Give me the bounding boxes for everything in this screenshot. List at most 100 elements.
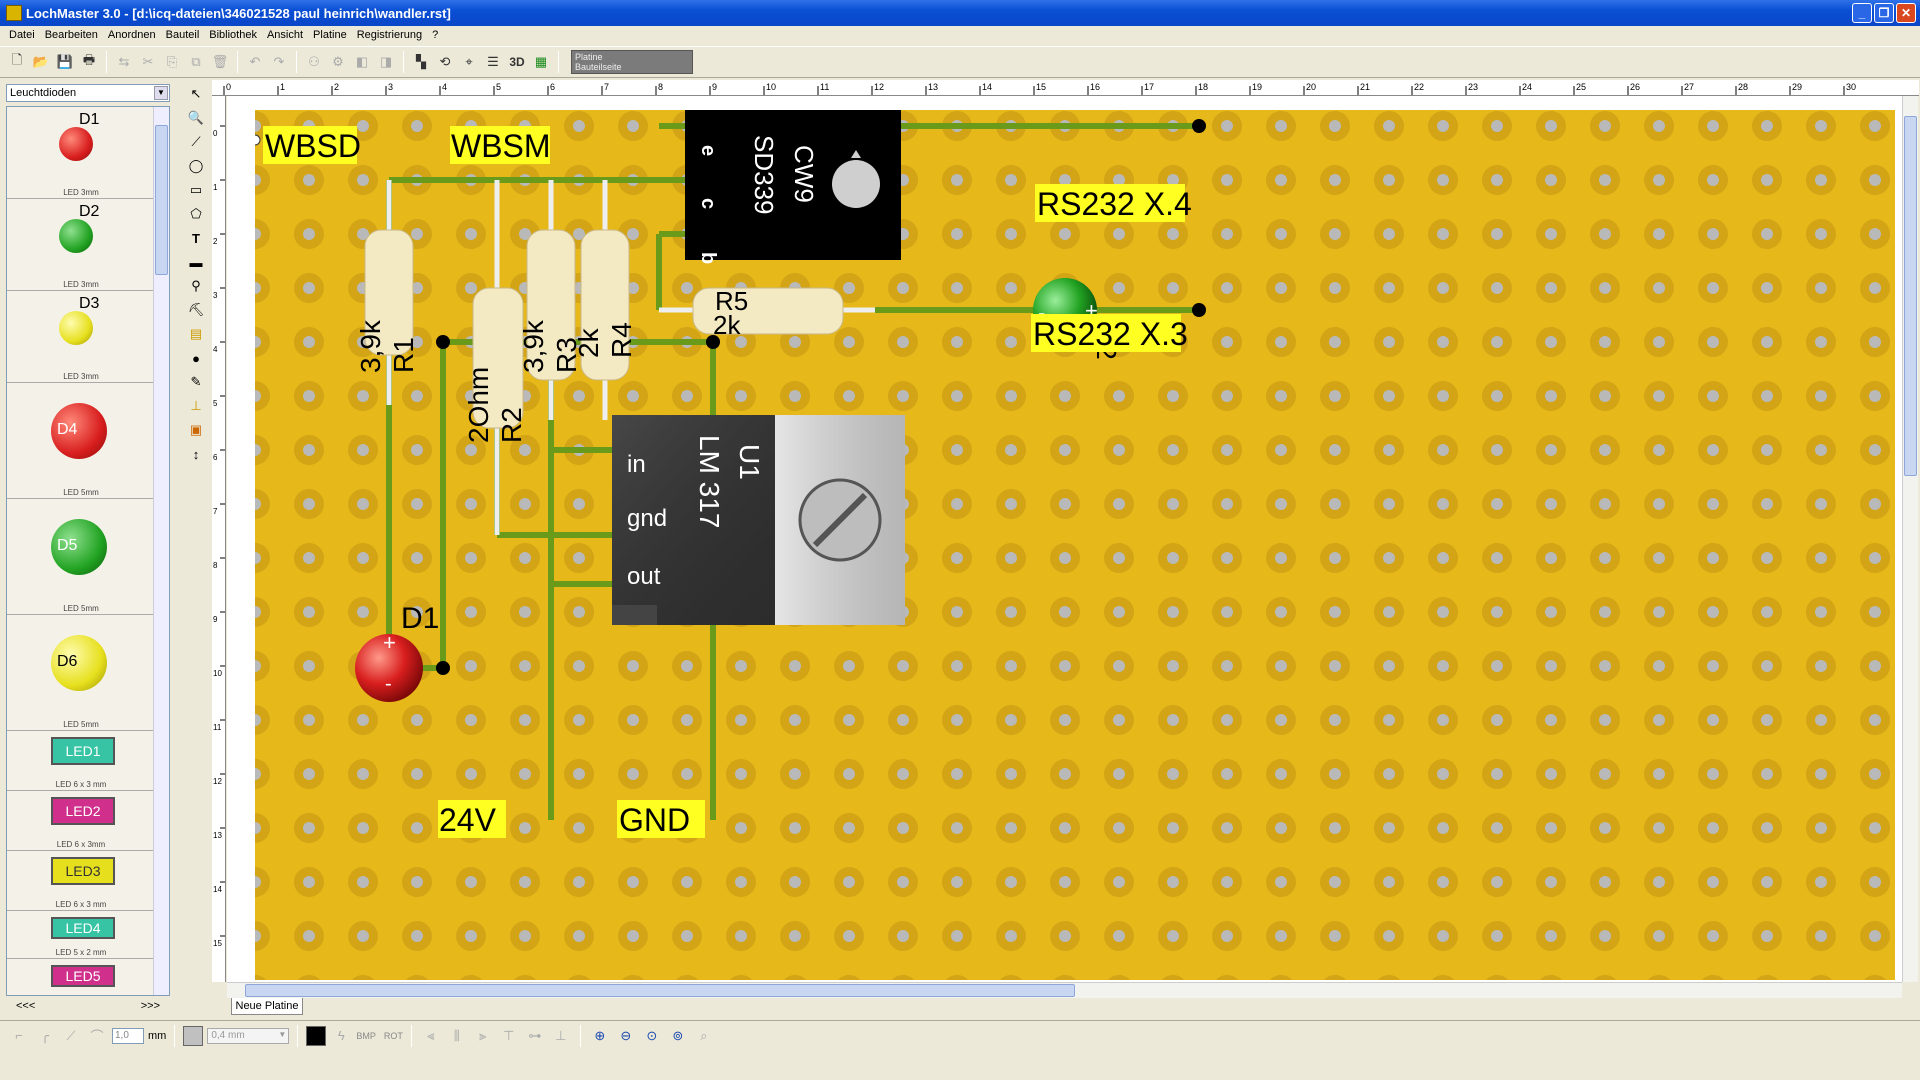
pointer-icon[interactable]: ↖ (190, 86, 202, 101)
align-right-icon[interactable]: ⫸ (479, 1027, 487, 1043)
align-middle-icon[interactable]: ⊶ (528, 1027, 542, 1043)
corner-square-icon[interactable]: ⌐ (15, 1028, 23, 1043)
open-folder-icon[interactable]: 📂 (32, 54, 50, 69)
library-item[interactable]: LED1 LED 6 x 3 mm (7, 731, 155, 791)
ungroup-icon[interactable]: ⚙ (332, 54, 344, 69)
minimize-button[interactable]: _ (1852, 3, 1872, 23)
horizontal-scrollbar[interactable] (227, 982, 1902, 998)
align-center-icon[interactable]: ⫼ (453, 1027, 460, 1043)
menu-anordnen[interactable]: Anordnen (107, 29, 156, 41)
dimension-icon[interactable]: ↕ (192, 446, 200, 462)
chevron-down-icon[interactable]: ▼ (154, 86, 168, 100)
to-back-icon[interactable]: ◨ (379, 54, 393, 69)
group-icon[interactable]: ⚇ (308, 54, 320, 69)
corner-free-icon[interactable]: ⌒ (90, 1029, 104, 1044)
redo-icon[interactable]: ↷ (273, 54, 285, 69)
bmp-button[interactable]: BMP (356, 1030, 376, 1041)
wire-tool-icon[interactable]: ▬ (189, 254, 203, 270)
resistor-r5[interactable]: R5 2k (659, 286, 875, 340)
perfboard[interactable]: e c b CW9 SD339 in gnd out U1 LM 317 (255, 110, 1895, 980)
menu-bibliothek[interactable]: Bibliothek (209, 29, 257, 41)
duplicate-icon[interactable]: ⧉ (191, 54, 201, 69)
line-tool-icon[interactable]: ⟋ (191, 134, 201, 149)
delete-icon[interactable]: 🗑 (211, 54, 229, 69)
menu-bearbeiten[interactable]: Bearbeiten (44, 29, 98, 41)
align-left-icon[interactable]: ⫷ (427, 1027, 435, 1043)
line-width-field[interactable]: 1,0 (112, 1027, 144, 1044)
zoom-icon[interactable]: 🔍 (187, 110, 205, 125)
menu-help[interactable]: ? (432, 29, 439, 41)
snap-icon[interactable]: ⌖ (465, 54, 473, 69)
rotate-icon[interactable]: ⟲ (439, 54, 451, 69)
resistor-r3[interactable]: 3,9k R3 (518, 180, 582, 420)
library-item[interactable]: D5 LED 5mm (7, 499, 155, 615)
align-top-icon[interactable]: ⊤ (503, 1027, 515, 1043)
zoom-page-icon[interactable]: ⊚ (672, 1027, 684, 1043)
library-item[interactable]: D2 LED 3mm (7, 199, 155, 291)
layer-icon[interactable]: ☰ (487, 54, 499, 69)
library-item[interactable]: D4 LED 5mm (7, 383, 155, 499)
text-tool-icon[interactable]: T (192, 230, 200, 246)
solder-bridge-icon[interactable]: ⚲ (191, 278, 201, 293)
new-file-icon[interactable]: 🗋 (11, 52, 23, 67)
resistor-r2[interactable]: 2Ohm R2 (463, 180, 527, 535)
library-category-select[interactable]: Leuchtdioden ▼ (6, 84, 170, 102)
zoom-select-icon[interactable]: ⌕ (700, 1027, 708, 1043)
mirror-icon[interactable]: ⇆ (118, 54, 130, 69)
measure-icon[interactable]: ✎ (190, 374, 202, 389)
rectangle-tool-icon[interactable]: ▭ (189, 182, 203, 197)
library-item[interactable]: LED5 (7, 959, 155, 995)
transistor-cw9[interactable]: e c b CW9 SD339 (685, 110, 901, 264)
library-item[interactable]: D3 LED 3mm (7, 291, 155, 383)
tab-neue-platine[interactable]: Neue Platine (231, 998, 303, 1015)
fill-color-swatch[interactable] (183, 1025, 204, 1046)
rot-button[interactable]: ROT (383, 1030, 403, 1041)
pad-size-select[interactable]: 0,4 mm▼ (207, 1027, 290, 1044)
3d-view-button[interactable]: 3D (509, 55, 525, 69)
save-icon[interactable]: 💾 (56, 54, 74, 69)
grid-icon[interactable]: ▦ (534, 54, 548, 69)
library-item[interactable]: D1 LED 3mm (7, 107, 155, 199)
copy-icon[interactable]: ⎘ (166, 54, 178, 69)
zoom-out-icon[interactable]: ⊖ (620, 1027, 632, 1043)
library-item[interactable]: D6 LED 5mm (7, 615, 155, 731)
undo-icon[interactable]: ↶ (249, 54, 261, 69)
vertical-scrollbar[interactable] (1902, 96, 1918, 982)
to-front-icon[interactable]: ◧ (355, 54, 369, 69)
layer-indicator[interactable]: Platine Bauteilseite (571, 50, 693, 74)
menu-platine[interactable]: Platine (313, 29, 347, 41)
menu-bauteil[interactable]: Bauteil (165, 29, 200, 41)
zoom-in-icon[interactable]: ⊕ (594, 1027, 606, 1043)
led-d1[interactable]: + - D1 (355, 602, 439, 702)
print-icon[interactable]: 🖶 (82, 52, 96, 67)
test-icon[interactable]: ● (192, 350, 200, 366)
library-item[interactable]: LED2 LED 6 x 3mm (7, 791, 155, 851)
line-color-swatch[interactable] (306, 1025, 327, 1046)
corner-round-icon[interactable]: ╭ (41, 1027, 49, 1043)
track-cut-icon[interactable]: ⛏ (187, 302, 205, 317)
cut-icon[interactable]: ✂ (142, 54, 154, 69)
resistor-r4[interactable]: 2k R4 (573, 180, 637, 420)
ellipse-tool-icon[interactable]: ◯ (188, 158, 204, 173)
maximize-button[interactable]: ❐ (1874, 3, 1894, 23)
board-canvas[interactable]: e c b CW9 SD339 in gnd out U1 LM 317 (227, 96, 1902, 982)
library-prev-button[interactable]: <<< (16, 1000, 36, 1012)
menu-datei[interactable]: Datei (9, 29, 35, 41)
lightning-icon[interactable]: ϟ (337, 1028, 345, 1043)
library-next-button[interactable]: >>> (140, 1000, 160, 1012)
resistor-r1[interactable]: 3,9k R1 (355, 180, 419, 405)
component-icon[interactable]: ▤ (189, 326, 203, 341)
library-scrollbar[interactable] (153, 107, 169, 995)
jumper-icon[interactable]: ⊥ (190, 398, 202, 413)
align-bottom-icon[interactable]: ⊥ (555, 1027, 567, 1043)
library-item[interactable]: LED4 LED 5 x 2 mm (7, 911, 155, 959)
photo-icon[interactable]: ▣ (189, 422, 203, 437)
polygon-tool-icon[interactable]: ⬠ (190, 206, 202, 221)
color-icon[interactable]: ▚ (416, 54, 426, 69)
library-item[interactable]: LED3 LED 6 x 3 mm (7, 851, 155, 911)
zoom-fit-icon[interactable]: ⊙ (646, 1027, 658, 1043)
corner-angle-icon[interactable]: ⟋ (66, 1027, 76, 1043)
close-button[interactable]: ✕ (1896, 3, 1916, 23)
regulator-lm317[interactable]: in gnd out U1 LM 317 (612, 415, 905, 625)
menu-registrierung[interactable]: Registrierung (356, 29, 423, 41)
